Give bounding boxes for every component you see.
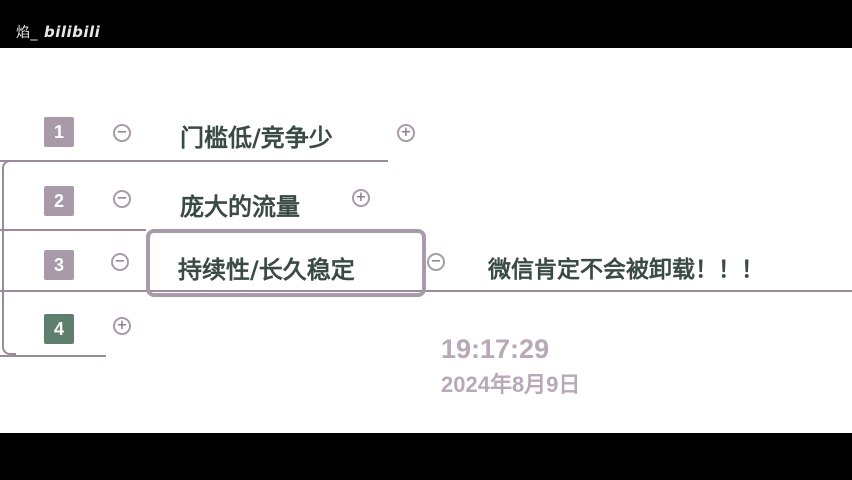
item-number-badge-3: 3 (44, 250, 74, 280)
connector-line-3 (0, 290, 852, 292)
connector-line-3-top (0, 229, 146, 231)
bilibili-logo: bilibili (44, 23, 101, 41)
item-number-badge-4: 4 (44, 314, 74, 344)
watermark-prefix: 焰_ (16, 25, 38, 41)
mindmap-canvas (0, 48, 852, 433)
bilibili-watermark: 焰_ bilibili (16, 22, 100, 42)
item-number-badge-1: 1 (44, 117, 74, 147)
collapse-icon[interactable]: − (113, 190, 131, 208)
selected-node-frame (146, 229, 426, 297)
top-bar: 焰_ bilibili (0, 0, 852, 48)
bracket-group-left (2, 160, 16, 355)
clock-date: 2024年8月9日 (441, 372, 581, 397)
item-label-2[interactable]: 庞大的流量 (180, 193, 300, 221)
expand-icon[interactable]: + (113, 317, 131, 335)
item-label-3[interactable]: 持续性/长久稳定 (178, 256, 355, 284)
connector-line-1 (0, 160, 388, 162)
note-text[interactable]: 微信肯定不会被卸载！！！ (488, 257, 764, 283)
item-number-badge-2: 2 (44, 186, 74, 216)
item-label-1[interactable]: 门槛低/竞争少 (180, 124, 333, 152)
clock-time: 19:17:29 (441, 334, 550, 364)
expand-icon[interactable]: + (352, 189, 370, 207)
collapse-icon[interactable]: − (113, 124, 131, 142)
connector-line-4 (0, 355, 106, 357)
collapse-icon[interactable]: − (427, 253, 445, 271)
collapse-icon[interactable]: − (111, 253, 129, 271)
expand-icon[interactable]: + (397, 124, 415, 142)
bottom-bar (0, 433, 852, 480)
